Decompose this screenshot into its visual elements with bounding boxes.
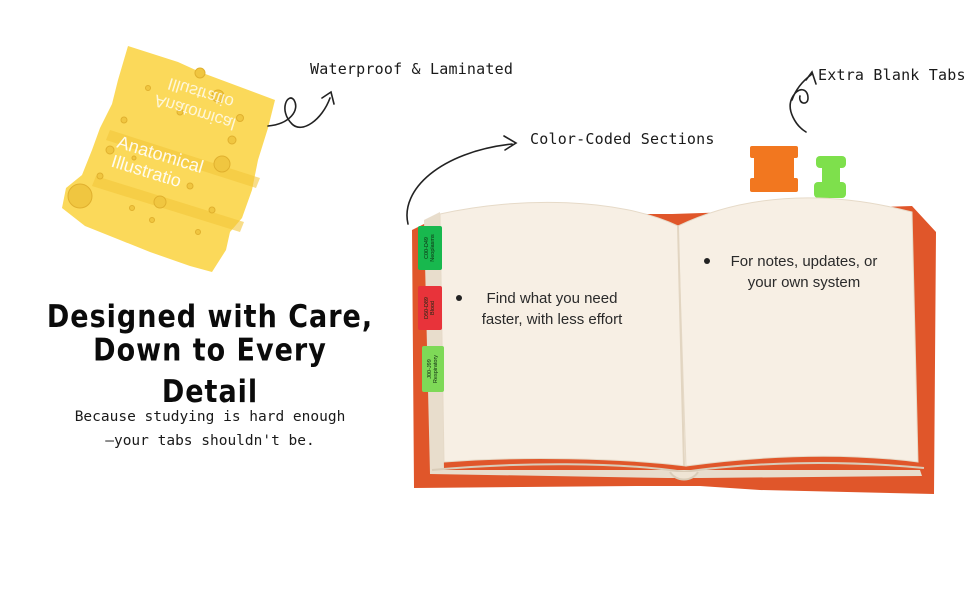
right-note-line1: For notes, updates, or	[730, 253, 878, 270]
card-divider	[92, 176, 244, 232]
bullet-icon	[456, 295, 462, 301]
left-page-note: Find what you need faster, with less eff…	[456, 288, 642, 330]
water-droplets	[67, 67, 244, 235]
book-spine-curl	[669, 471, 699, 481]
headline: Designed with Care, Down to Every Detail	[40, 299, 380, 410]
section-tab	[422, 346, 444, 392]
section-tab	[418, 286, 442, 330]
blank-tab-orange	[750, 146, 798, 192]
section-tabs	[418, 226, 444, 392]
section-tab-title: Respiratory	[433, 354, 439, 384]
section-tab-title: Neoplasms	[430, 234, 436, 262]
arrow-waterproof	[267, 90, 335, 129]
subtext-line2: —your tabs shouldn't be.	[105, 433, 315, 449]
callout-waterproof: Waterproof & Laminated	[310, 60, 514, 78]
headline-line1: Designed with Care,	[46, 299, 374, 336]
right-page-note: For notes, updates, or your own system	[704, 251, 894, 293]
callout-blank-tabs: Extra Blank Tabs	[818, 66, 966, 84]
arrow-color-coded	[406, 135, 518, 225]
card-divider	[106, 130, 260, 188]
section-tab-title: Blood	[430, 300, 436, 316]
blank-tab-green	[814, 156, 846, 198]
subtext: Because studying is hard enough —your ta…	[60, 405, 360, 453]
headline-line2: Down to Every Detail	[93, 332, 327, 410]
section-tab	[418, 226, 442, 270]
left-note-line1: Find what you need	[486, 290, 618, 307]
book-gutter	[677, 225, 685, 467]
callout-color-coded: Color-Coded Sections	[530, 130, 715, 148]
right-note-line2: your own system	[747, 274, 861, 291]
left-note-line2: faster, with less effort	[481, 311, 623, 328]
bullet-icon	[704, 258, 710, 264]
left-page	[439, 201, 687, 467]
arrow-blank-tabs	[789, 70, 817, 133]
laminated-card	[62, 46, 275, 272]
right-page	[677, 197, 919, 467]
subtext-line1: Because studying is hard enough	[74, 409, 346, 425]
